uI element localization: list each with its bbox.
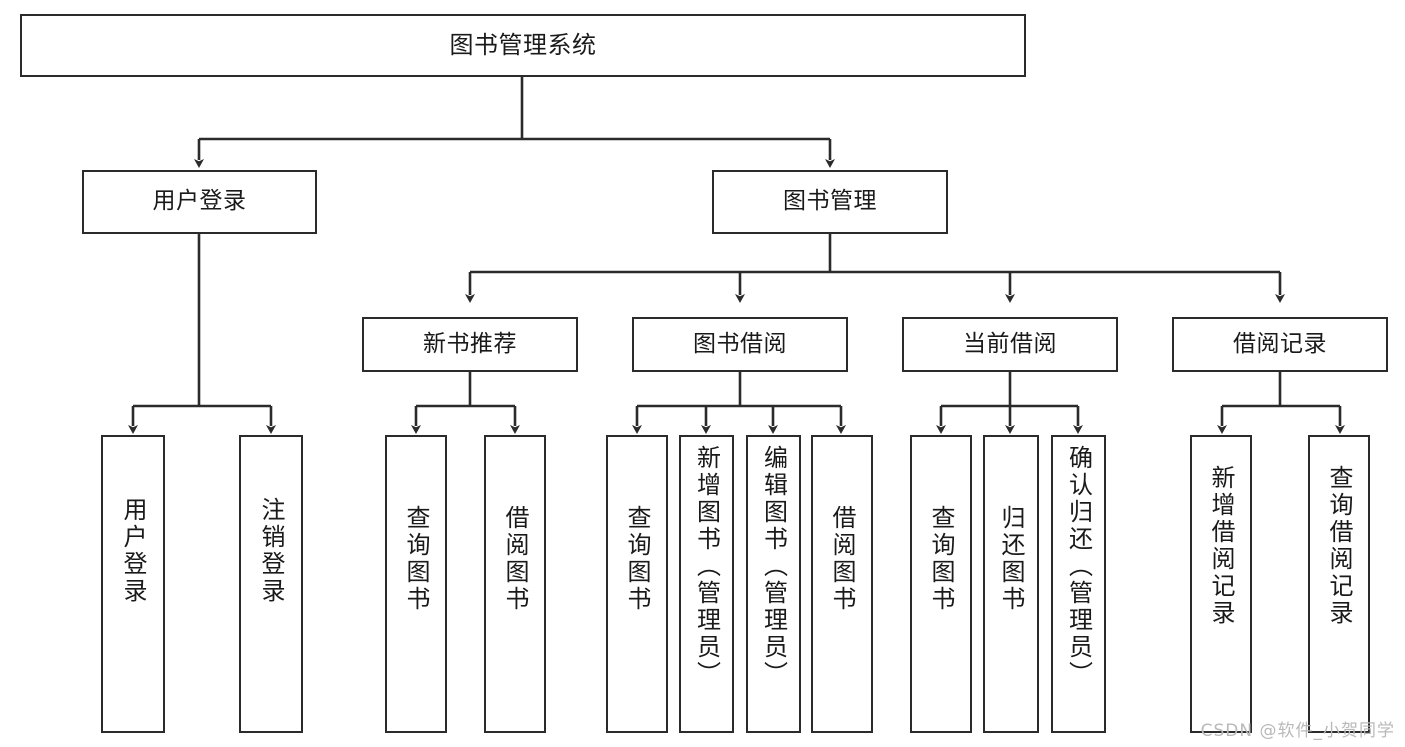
csdn-watermark: CSDN @软件_小贺同学: [1200, 721, 1395, 741]
node-book-management[interactable]: 图书管理: [712, 170, 948, 234]
leaf-user-login[interactable]: 用户登录: [101, 435, 165, 733]
node-label: 用户登录: [119, 497, 147, 605]
node-label: 图书管理系统: [449, 31, 597, 60]
leaf-edit-book-admin[interactable]: 编辑图书（管理员）: [746, 435, 801, 733]
leaf-return-book[interactable]: 归还图书: [983, 435, 1039, 733]
node-label: 图书借阅: [693, 330, 787, 357]
node-label: 当前借阅: [963, 330, 1057, 357]
node-label: 编辑图书（管理员）: [759, 445, 788, 688]
node-label: 查询图书: [927, 505, 955, 613]
leaf-query-book-2[interactable]: 查询图书: [606, 435, 668, 733]
leaf-query-book-1[interactable]: 查询图书: [385, 435, 447, 733]
node-label: 新增借阅记录: [1207, 465, 1235, 627]
node-label: 归还图书: [997, 505, 1025, 613]
leaf-logout[interactable]: 注销登录: [239, 435, 303, 733]
node-label: 查询图书: [402, 505, 430, 613]
node-label: 用户登录: [152, 188, 247, 215]
leaf-borrow-book-2[interactable]: 借阅图书: [811, 435, 873, 733]
node-current-borrowing[interactable]: 当前借阅: [902, 317, 1118, 372]
node-root-book-management-system[interactable]: 图书管理系统: [20, 14, 1026, 77]
node-label: 图书管理: [783, 188, 877, 215]
node-label: 查询图书: [623, 505, 651, 613]
leaf-add-borrow-record[interactable]: 新增借阅记录: [1190, 435, 1252, 733]
node-borrow-records[interactable]: 借阅记录: [1172, 317, 1388, 372]
node-label: 确认归还（管理员）: [1064, 445, 1093, 688]
node-book-borrowing[interactable]: 图书借阅: [632, 317, 848, 372]
node-label: 新增图书（管理员）: [692, 445, 721, 688]
node-label: 注销登录: [257, 497, 285, 605]
node-label: 借阅图书: [501, 505, 529, 613]
node-label: 新书推荐: [423, 330, 517, 357]
node-label: 借阅记录: [1233, 330, 1327, 357]
leaf-borrow-book-1[interactable]: 借阅图书: [484, 435, 546, 733]
node-user-login[interactable]: 用户登录: [82, 170, 317, 234]
leaf-query-borrow-record[interactable]: 查询借阅记录: [1308, 435, 1370, 733]
node-label: 查询借阅记录: [1325, 465, 1353, 627]
node-new-book-recommendation[interactable]: 新书推荐: [362, 317, 578, 372]
leaf-confirm-return-admin[interactable]: 确认归还（管理员）: [1051, 435, 1106, 733]
leaf-add-book-admin[interactable]: 新增图书（管理员）: [679, 435, 734, 733]
node-label: 借阅图书: [828, 505, 856, 613]
leaf-query-book-3[interactable]: 查询图书: [910, 435, 972, 733]
